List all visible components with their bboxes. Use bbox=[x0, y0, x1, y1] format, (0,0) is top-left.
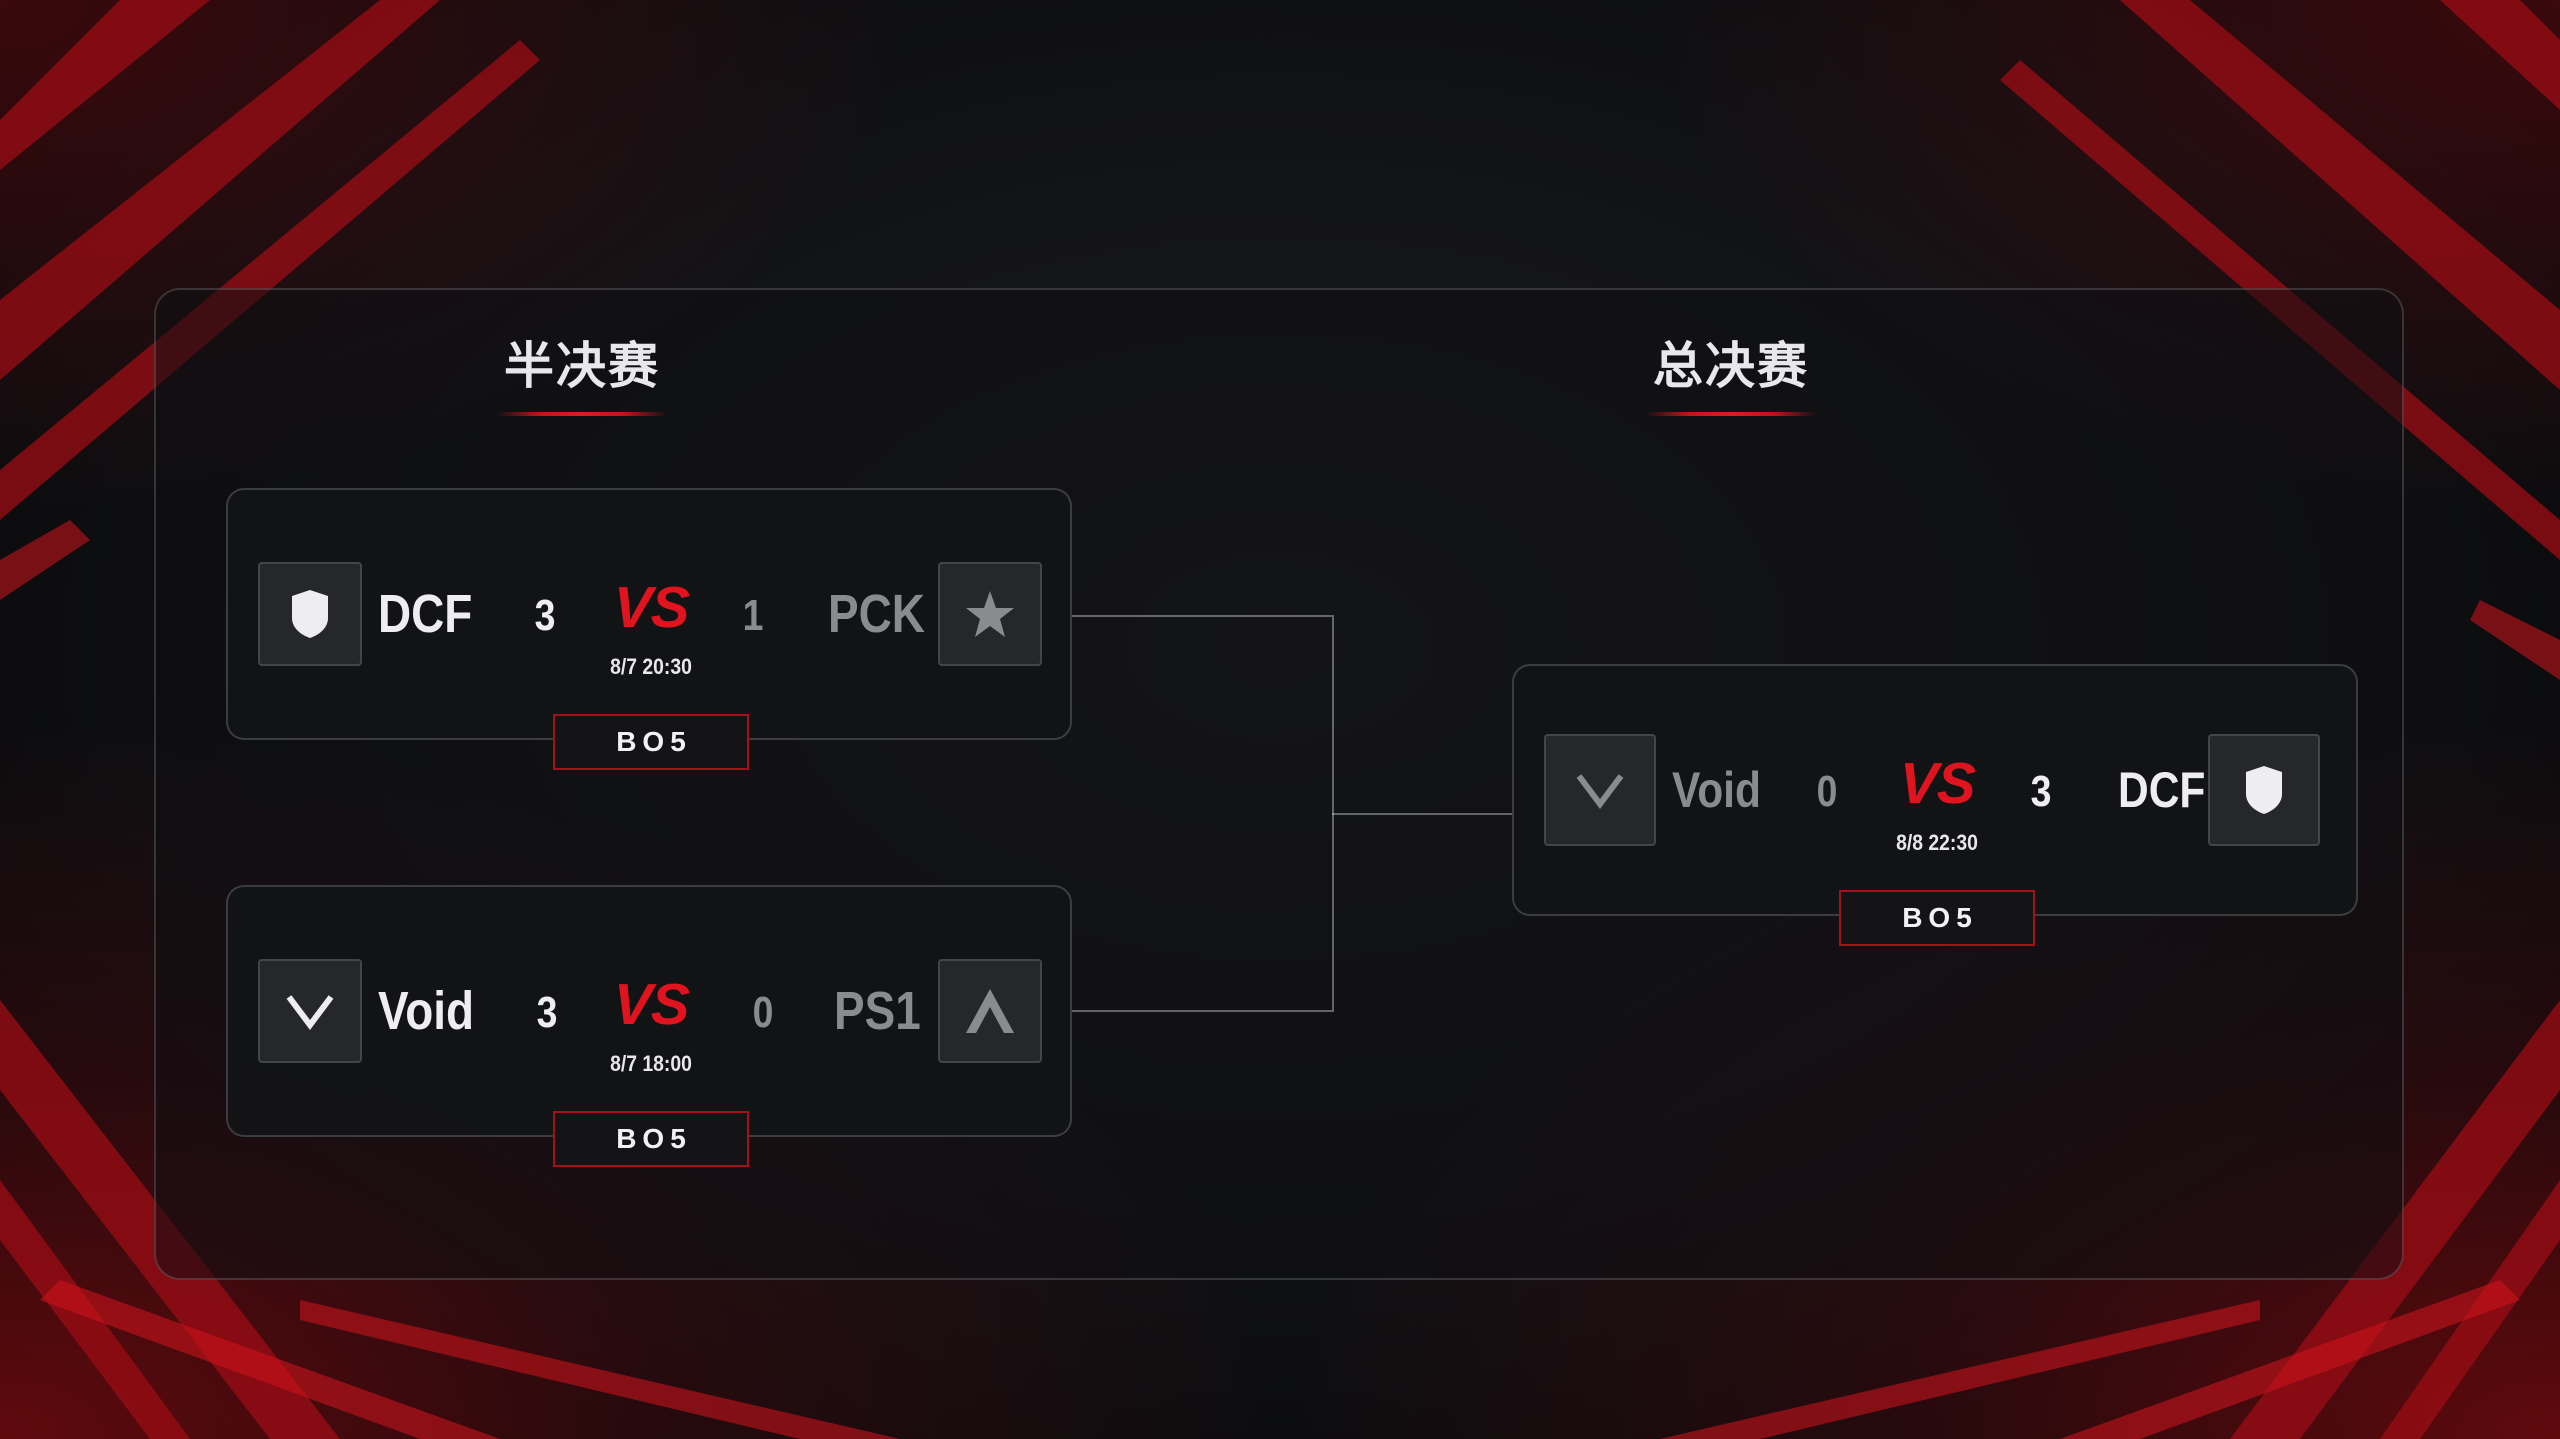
match-time: 8/7 20:30 bbox=[610, 654, 692, 679]
vs-label: VS bbox=[612, 575, 690, 640]
team-logo-void bbox=[258, 959, 362, 1063]
star-icon bbox=[966, 591, 1014, 637]
final-title: 总决赛 bbox=[1571, 326, 1891, 416]
score-right: 1 bbox=[742, 591, 764, 640]
team-logo-pck bbox=[938, 562, 1042, 666]
score-left: 3 bbox=[534, 591, 556, 640]
final-title-text: 总决赛 bbox=[1653, 337, 1809, 395]
semifinal-title-text: 半决赛 bbox=[504, 337, 660, 395]
match-format-badge: BO5 bbox=[1839, 890, 2035, 946]
match-format-badge: BO5 bbox=[553, 1111, 749, 1167]
vs-label: VS bbox=[612, 972, 690, 1037]
match-card-final[interactable]: Void 0 VS 3 DCF 8/8 22:30 BO5 bbox=[1512, 664, 2358, 946]
bracket-connector-to-final bbox=[1332, 813, 1512, 815]
score-left: 0 bbox=[1816, 767, 1838, 816]
score-right: 0 bbox=[752, 988, 774, 1037]
semifinal-title-underline bbox=[497, 412, 667, 416]
semifinal-title: 半决赛 bbox=[422, 326, 742, 416]
bracket-connector-lower bbox=[1072, 1010, 1332, 1012]
team-logo-dcf bbox=[2208, 734, 2320, 846]
team-name-right: PS1 bbox=[834, 981, 921, 1041]
shield-icon bbox=[2246, 766, 2282, 814]
chevron-v-icon bbox=[286, 995, 334, 1030]
score-left: 3 bbox=[536, 988, 558, 1037]
shield-icon bbox=[292, 590, 328, 638]
match-time: 8/8 22:30 bbox=[1896, 830, 1978, 855]
arrow-a-icon bbox=[966, 989, 1014, 1033]
team-logo-dcf bbox=[258, 562, 362, 666]
team-name-left: Void bbox=[378, 981, 475, 1041]
bracket-connector-upper bbox=[1072, 615, 1332, 617]
score-right: 3 bbox=[2030, 767, 2052, 816]
match-card-semifinal-2[interactable]: Void 3 VS 0 PS1 8/7 18:00 BO5 bbox=[226, 885, 1072, 1167]
team-name-right: DCF bbox=[2118, 762, 2206, 818]
bracket-connector-vertical bbox=[1332, 615, 1334, 1012]
team-logo-void bbox=[1544, 734, 1656, 846]
match-format-badge: BO5 bbox=[553, 714, 749, 770]
match-card-semifinal-1[interactable]: DCF 3 VS 1 PCK 8/7 20:30 BO5 bbox=[226, 488, 1072, 770]
team-name-left: DCF bbox=[378, 584, 473, 644]
match-time: 8/7 18:00 bbox=[610, 1051, 692, 1076]
final-title-underline bbox=[1646, 412, 1816, 416]
team-logo-ps1 bbox=[938, 959, 1042, 1063]
team-name-right: PCK bbox=[828, 584, 925, 644]
vs-label: VS bbox=[1898, 751, 1976, 816]
team-name-left: Void bbox=[1672, 762, 1761, 818]
chevron-v-icon bbox=[1576, 774, 1624, 809]
